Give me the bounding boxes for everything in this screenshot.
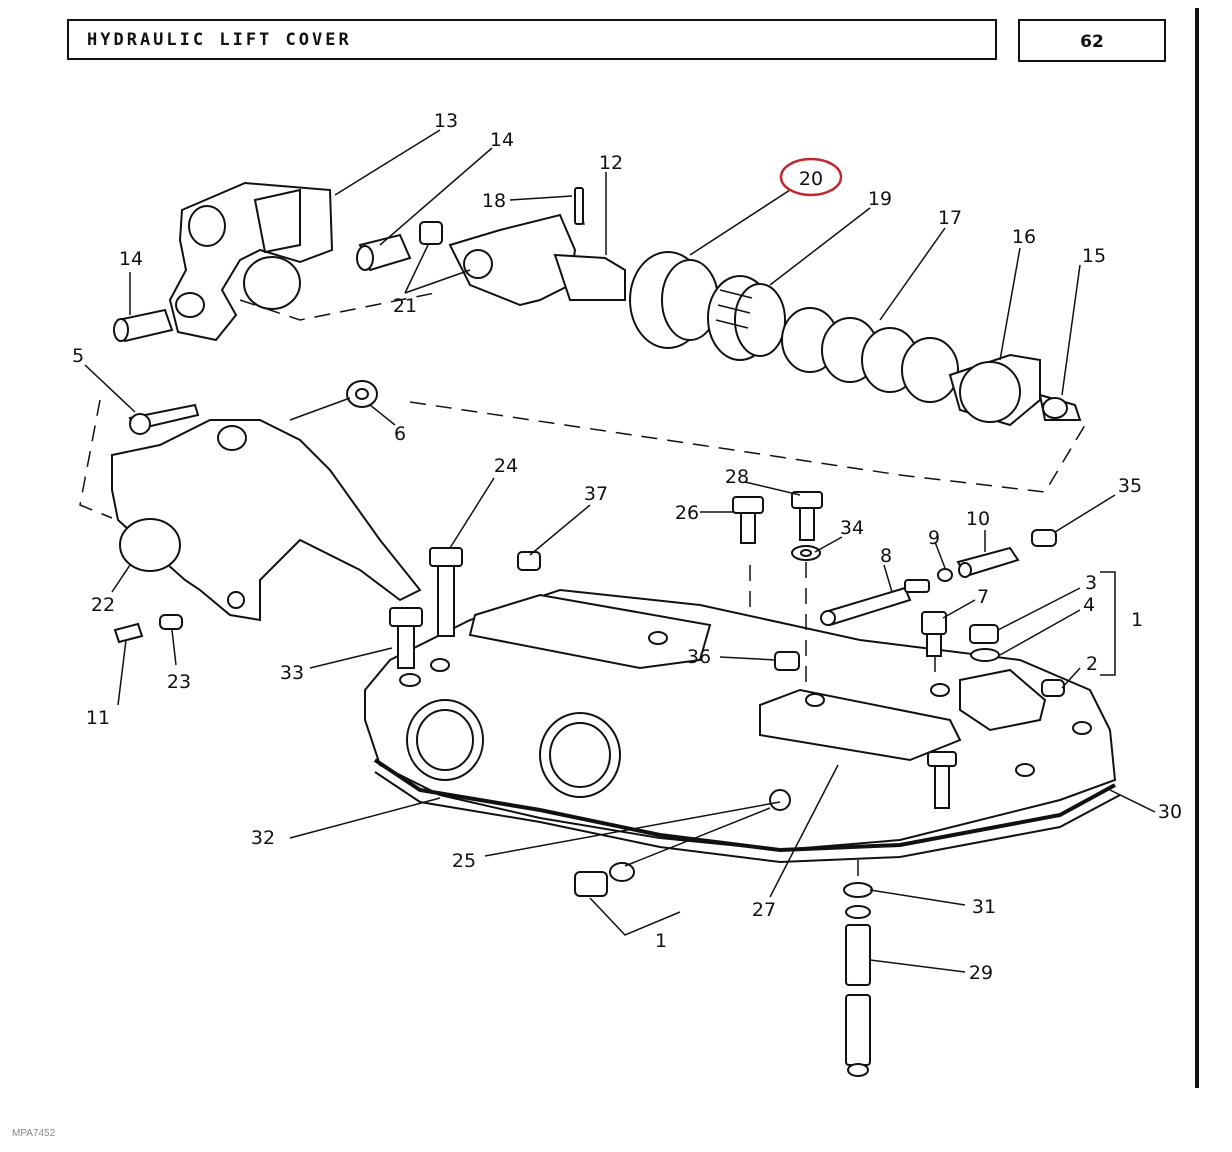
callout-13: 13 bbox=[434, 110, 458, 132]
callout-14-upper: 14 bbox=[490, 129, 514, 151]
page-title: HYDRAULIC LIFT COVER bbox=[87, 30, 352, 50]
callout-1-bottom: 1 bbox=[655, 930, 667, 952]
callout-17: 17 bbox=[938, 207, 962, 229]
callout-25: 25 bbox=[452, 850, 476, 872]
callout-28: 28 bbox=[725, 466, 749, 488]
page-number: 62 bbox=[1080, 32, 1104, 52]
callout-32: 32 bbox=[251, 827, 275, 849]
callout-6: 6 bbox=[394, 423, 406, 445]
drain-plug-part bbox=[574, 862, 635, 897]
callout-5: 5 bbox=[72, 345, 84, 367]
callout-7: 7 bbox=[977, 586, 989, 608]
callout-19: 19 bbox=[868, 188, 892, 210]
bolt-28-part bbox=[791, 491, 823, 541]
stud-37-part bbox=[517, 551, 541, 571]
callout-31: 31 bbox=[972, 896, 996, 918]
piston-cover-part bbox=[629, 251, 719, 349]
bolt-24-part bbox=[429, 547, 463, 637]
piston-part bbox=[707, 275, 786, 361]
callout-37: 37 bbox=[584, 483, 608, 505]
callout-2: 2 bbox=[1086, 653, 1098, 675]
pin-part bbox=[574, 187, 584, 225]
plug-3-part bbox=[969, 624, 1000, 662]
shaft-end-part bbox=[448, 189, 626, 307]
callout-1-right: 1 bbox=[1131, 609, 1143, 631]
bolt-33-part bbox=[389, 607, 423, 669]
rod-end-part bbox=[1038, 393, 1082, 421]
callout-11: 11 bbox=[86, 707, 110, 729]
plug-2-part bbox=[1041, 679, 1065, 697]
right-border-rule bbox=[1195, 8, 1199, 1088]
callout-27: 27 bbox=[752, 899, 776, 921]
callout-24: 24 bbox=[494, 455, 518, 477]
set-screw-part bbox=[113, 614, 183, 644]
callout-36: 36 bbox=[687, 646, 711, 668]
seal-31-part bbox=[843, 882, 873, 919]
gasket-part bbox=[373, 758, 1121, 864]
spring-part bbox=[781, 307, 959, 403]
callout-labels: 13 14 12 20 19 17 16 15 18 14 21 5 6 24 … bbox=[72, 110, 1182, 984]
callout-22: 22 bbox=[91, 594, 115, 616]
sleeve-part bbox=[948, 353, 1041, 427]
callout-20-highlight-circle bbox=[779, 157, 843, 197]
valve-spool-part bbox=[937, 546, 1020, 582]
assembly-dashed-outline bbox=[79, 291, 1089, 519]
lift-arm-part bbox=[111, 419, 422, 622]
callout-16: 16 bbox=[1012, 226, 1036, 248]
callout-35: 35 bbox=[1118, 475, 1142, 497]
callout-8: 8 bbox=[880, 545, 892, 567]
callout-9: 9 bbox=[928, 527, 940, 549]
callout-14-left: 14 bbox=[119, 248, 143, 270]
callout-20: 20 bbox=[799, 168, 823, 190]
callout-3: 3 bbox=[1085, 572, 1097, 594]
title-box: HYDRAULIC LIFT COVER bbox=[67, 19, 997, 60]
callout-26: 26 bbox=[675, 502, 699, 524]
dipstick-tube-part bbox=[845, 924, 871, 1077]
callout-30: 30 bbox=[1158, 801, 1182, 823]
callout-34: 34 bbox=[840, 517, 864, 539]
plug-35-part bbox=[1031, 529, 1057, 547]
nut-part bbox=[346, 380, 378, 408]
lift-cover-housing-part bbox=[364, 588, 1117, 852]
bushing-left-part bbox=[113, 308, 174, 343]
bolt-26-part bbox=[732, 496, 764, 544]
bushing-upper-part bbox=[356, 221, 443, 272]
lift-arm-bracket-part bbox=[168, 181, 334, 342]
callout-10: 10 bbox=[966, 508, 990, 530]
callout-4: 4 bbox=[1083, 594, 1095, 616]
callout-21: 21 bbox=[393, 295, 417, 317]
relief-valve-part bbox=[921, 611, 947, 657]
bolt-right-part bbox=[927, 751, 957, 809]
callout-33: 33 bbox=[280, 662, 304, 684]
callout-18: 18 bbox=[482, 190, 506, 212]
reference-code: MPA7452 bbox=[12, 1128, 56, 1139]
washer-34-part bbox=[791, 545, 821, 561]
callout-29: 29 bbox=[969, 962, 993, 984]
cap-screw-part bbox=[128, 403, 200, 435]
callout-23: 23 bbox=[167, 671, 191, 693]
callout-12: 12 bbox=[599, 152, 623, 174]
stud-36-part bbox=[774, 651, 800, 671]
page-number-box: 62 bbox=[1018, 19, 1166, 62]
callout-15: 15 bbox=[1082, 245, 1106, 267]
leader-lines bbox=[84, 129, 1156, 973]
valve-rod-part bbox=[820, 579, 930, 627]
